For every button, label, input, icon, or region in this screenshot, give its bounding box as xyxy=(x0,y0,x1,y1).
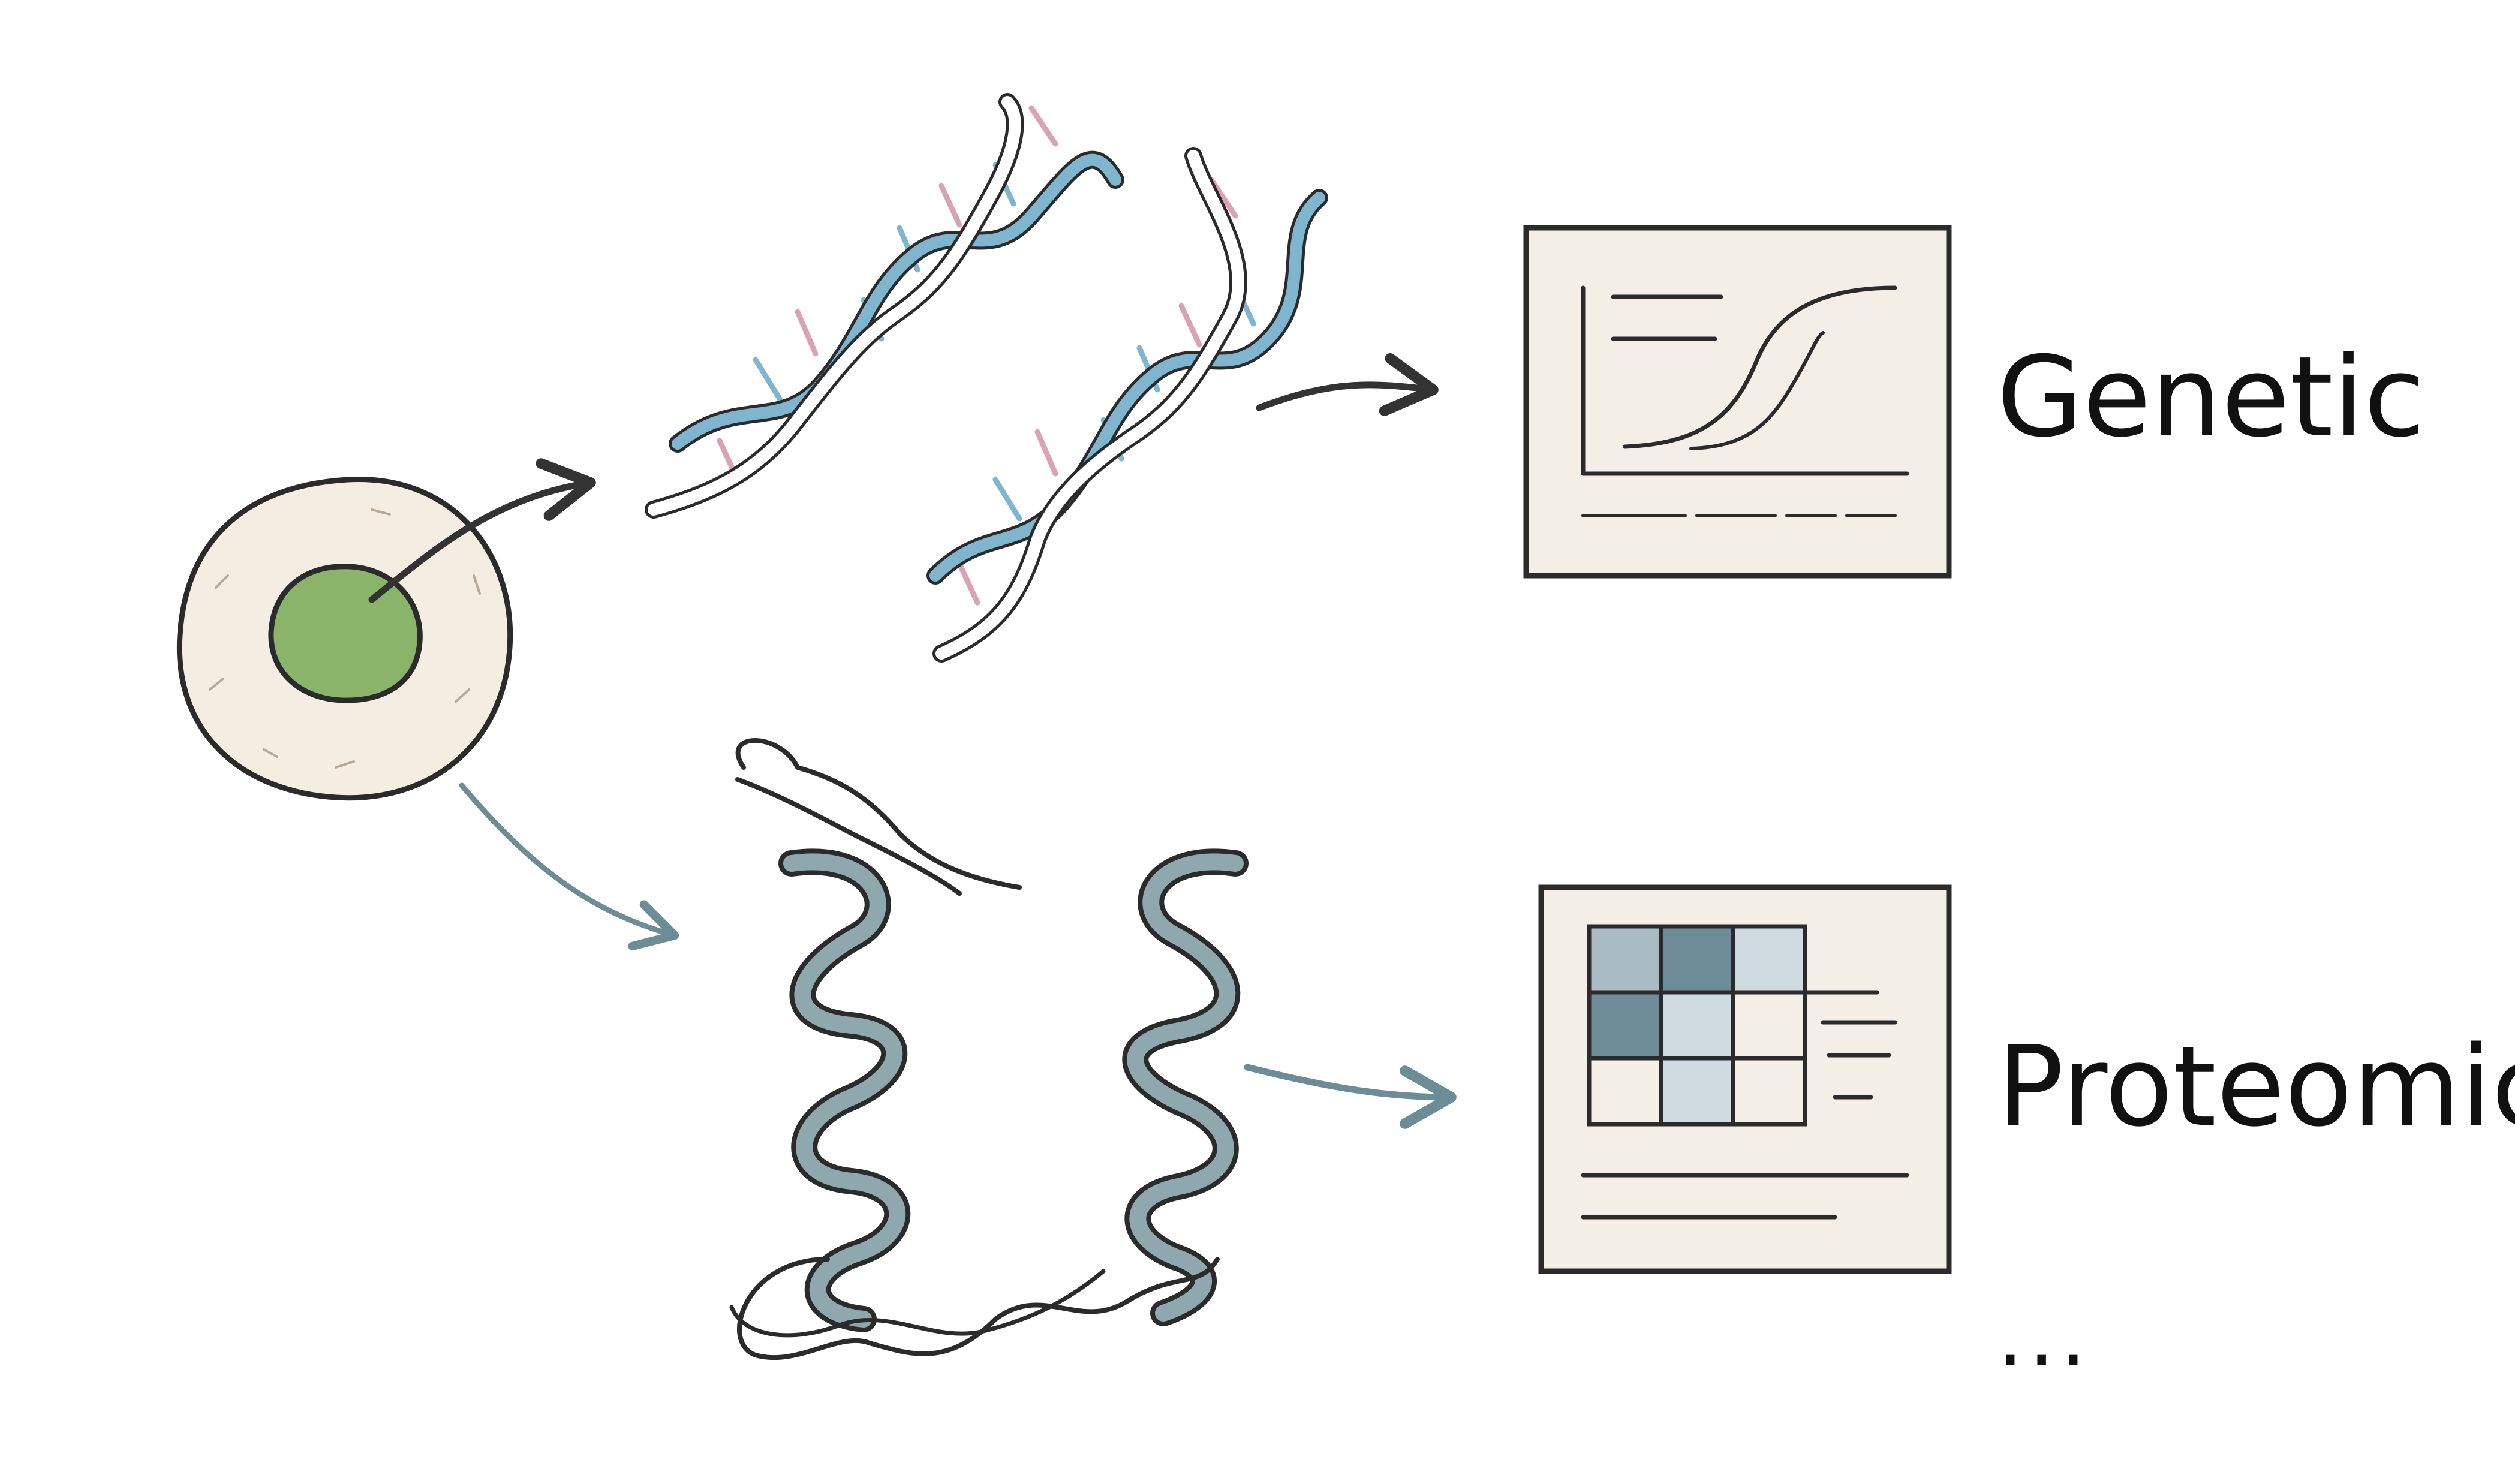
arrow-protein-to-proteomic xyxy=(1247,1067,1451,1097)
nucleus xyxy=(271,567,420,700)
protein-structure-icon xyxy=(732,741,1235,1357)
genetic-panel xyxy=(1526,228,1949,576)
arrow-dna-to-genetic xyxy=(1259,385,1433,408)
arrow-cell-to-protein xyxy=(462,785,675,935)
more-ellipsis-label: ... xyxy=(1997,1295,2092,1379)
proteomic-panel xyxy=(1541,887,1949,1271)
cell-icon xyxy=(179,479,510,797)
genetic-label: Genetic xyxy=(1997,342,2425,453)
proteomic-label: Proteomic xyxy=(1997,1031,2515,1142)
